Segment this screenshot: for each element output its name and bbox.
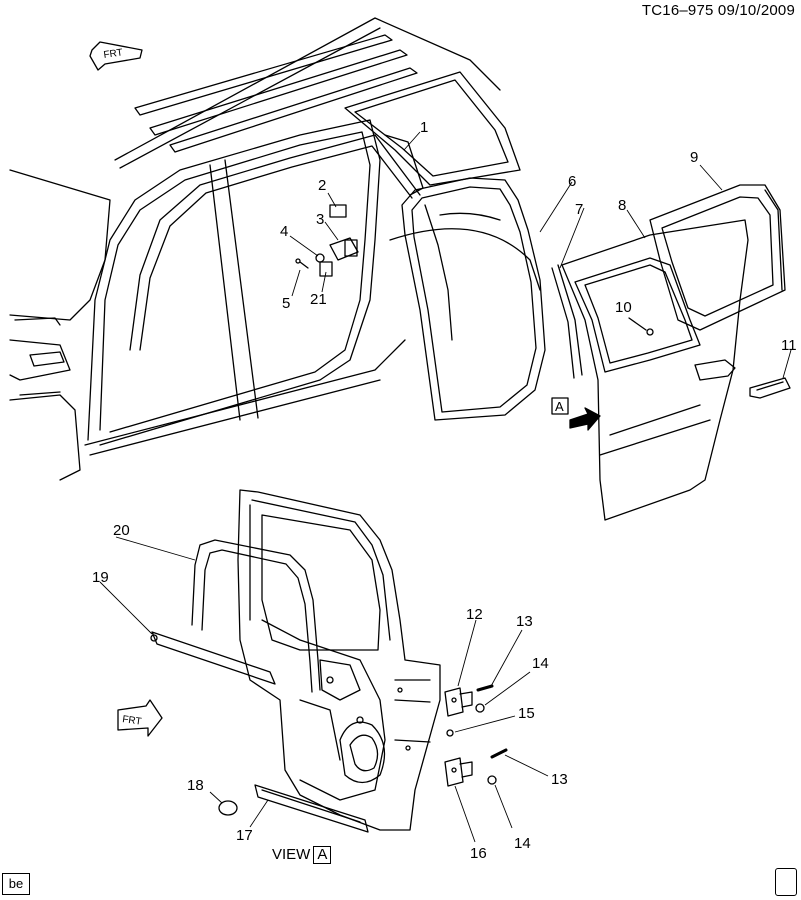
view-a-arrow (551, 397, 601, 431)
front-arrow-top (89, 41, 143, 71)
door-opening-weatherstrip (401, 177, 546, 421)
leader-lines (99, 131, 792, 843)
front-arrow-bottom (117, 699, 163, 737)
callout-10: 10 (615, 299, 632, 316)
lower-hinge (444, 757, 473, 787)
callout-6: 6 (568, 173, 576, 190)
callout-16: 16 (470, 845, 487, 862)
lower-molding (254, 784, 369, 833)
callout-14a: 14 (532, 655, 549, 672)
upper-hinge (444, 687, 473, 717)
callout-12: 12 (466, 606, 483, 623)
callout-15: 15 (518, 705, 535, 722)
callout-labels: 1 2 3 4 5 21 6 7 8 9 10 11 20 19 12 13 1… (92, 47, 797, 862)
gm-spo-logo (775, 868, 797, 896)
view-marker-letter: A (555, 399, 564, 414)
rear-door-assembly (561, 219, 749, 521)
view-label-text: VIEW (272, 846, 311, 863)
front-arrow-label-top: FRT (103, 47, 124, 61)
callout-20: 20 (113, 522, 130, 539)
outside-handle (749, 377, 791, 399)
vehicle-body (9, 17, 541, 481)
door-window-frame (649, 184, 786, 331)
roof-rail-weatherstrip (129, 134, 424, 351)
document-id: TC16–975 09/10/2009 (641, 2, 795, 19)
callout-1: 1 (420, 119, 428, 136)
callout-5: 5 (282, 295, 290, 312)
callout-7: 7 (575, 201, 583, 218)
front-arrow-label-bottom: FRT (122, 714, 143, 728)
door-edge-seal (557, 264, 583, 376)
callout-14b: 14 (514, 835, 531, 852)
door-inner-panel (237, 489, 441, 831)
plug-18 (218, 800, 238, 816)
window-run-channel (191, 539, 321, 693)
callout-11: 11 (781, 337, 797, 354)
striker-parts (295, 204, 359, 277)
footer-code: be (2, 873, 30, 895)
callout-3: 3 (316, 211, 324, 228)
callout-18: 18 (187, 777, 204, 794)
callout-17: 17 (236, 827, 253, 844)
callout-2: 2 (318, 177, 326, 194)
fastener-10 (646, 328, 654, 336)
callout-8: 8 (618, 197, 626, 214)
callout-4: 4 (280, 223, 288, 240)
callout-9: 9 (690, 149, 698, 166)
callout-19: 19 (92, 569, 109, 586)
callout-21: 21 (310, 291, 327, 308)
callout-13a: 13 (516, 613, 533, 630)
view-label-box: A (313, 846, 332, 864)
belt-molding (150, 631, 276, 685)
callout-13b: 13 (551, 771, 568, 788)
